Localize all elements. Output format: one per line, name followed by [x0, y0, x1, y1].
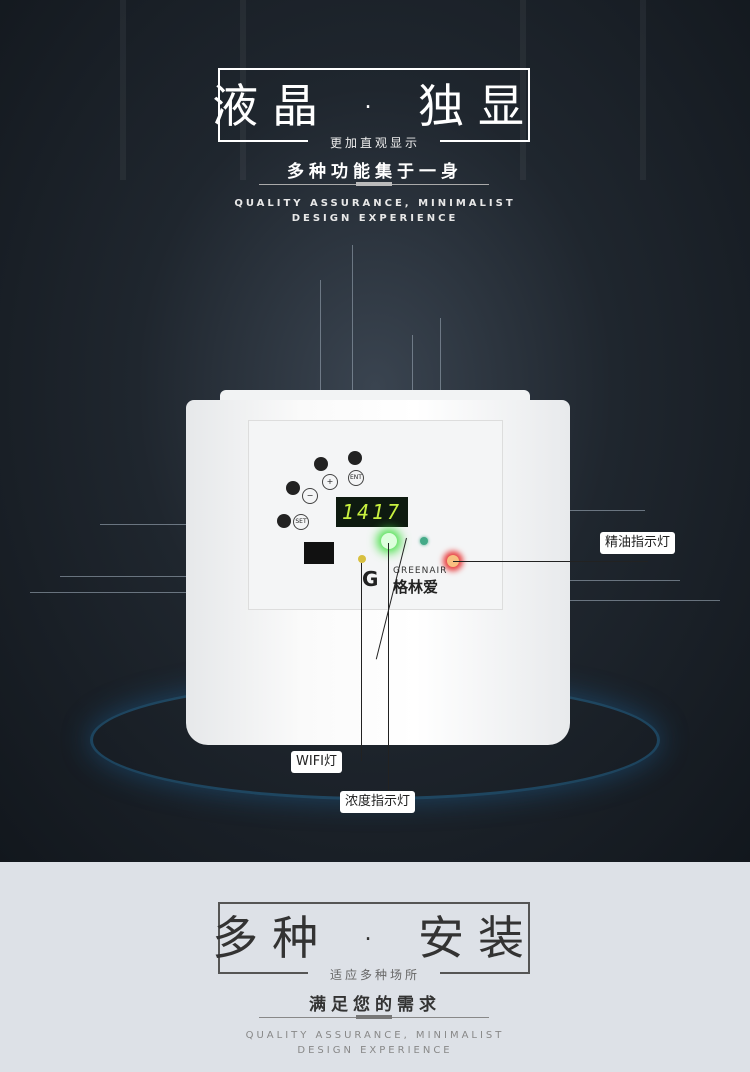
title-left: 多种 [212, 911, 333, 965]
set-symbol: SET [293, 514, 309, 530]
section2-tagline: 适应多种场所 [329, 968, 420, 982]
minus-symbol: − [302, 488, 318, 504]
circuit-line [440, 318, 441, 390]
concentration-callout-line [388, 543, 389, 800]
minus-button[interactable] [286, 481, 300, 495]
circuit-line [570, 600, 720, 601]
concentration-led [381, 533, 397, 549]
section1-tagline: 更加直观显示 [329, 136, 420, 150]
ent-symbol: ENT [348, 470, 364, 486]
background-stripe [520, 0, 526, 180]
circuit-line [412, 335, 413, 390]
wifi-label: WIFI灯 [291, 751, 342, 773]
set-button[interactable] [277, 514, 291, 528]
circuit-line [570, 510, 645, 511]
divider-mark [356, 182, 392, 186]
title-right: 安装 [417, 911, 538, 965]
frame-bottom-left [218, 140, 308, 142]
title-dot: · [360, 79, 390, 133]
frame-bottom-right [440, 140, 530, 142]
ent-button[interactable] [348, 451, 362, 465]
section2-title: 多种 · 安装 [0, 910, 750, 966]
oil-indicator-label: 精油指示灯 [600, 532, 676, 554]
background-stripe [120, 0, 126, 180]
lcd-display: 1417 [336, 497, 408, 527]
brand-cn: 格林爱 [393, 578, 439, 596]
plus-button[interactable] [314, 457, 328, 471]
title-frame [218, 68, 530, 142]
concentration-indicator-label: 浓度指示灯 [340, 791, 416, 813]
circuit-line [100, 524, 190, 525]
circuit-line [570, 580, 680, 581]
brand-en: GREENAIR [393, 566, 448, 576]
circuit-line [352, 245, 353, 390]
frame-bottom-left [218, 972, 308, 974]
background-stripe [640, 0, 646, 180]
green-led [420, 537, 428, 545]
background-stripe [240, 0, 246, 180]
title-dot: · [360, 911, 390, 965]
ir-sensor [304, 542, 334, 564]
section1-title: 液晶 · 独显 [0, 78, 750, 134]
title-right: 独显 [417, 79, 538, 133]
section2-subtitle: 满足您的需求 [309, 995, 441, 1015]
oil-callout-line [453, 561, 648, 562]
title-frame-2 [218, 902, 530, 974]
divider-mark [356, 1015, 392, 1019]
circuit-line [320, 280, 321, 390]
frame-bottom-right [440, 972, 530, 974]
section1-subtitle: 多种功能集于一身 [287, 162, 463, 182]
section2-english: QUALITY ASSURANCE, MINIMALIST DESIGN EXP… [245, 1030, 505, 1056]
title-left: 液晶 [212, 79, 333, 133]
brand-logo-icon: G [362, 567, 379, 591]
circuit-line [60, 576, 190, 577]
wifi-callout-line [361, 563, 362, 761]
circuit-line [30, 592, 190, 593]
plus-symbol: + [322, 474, 338, 490]
wifi-led [358, 555, 366, 563]
section1-english: QUALITY ASSURANCE, MINIMALIST DESIGN EXP… [234, 198, 516, 224]
